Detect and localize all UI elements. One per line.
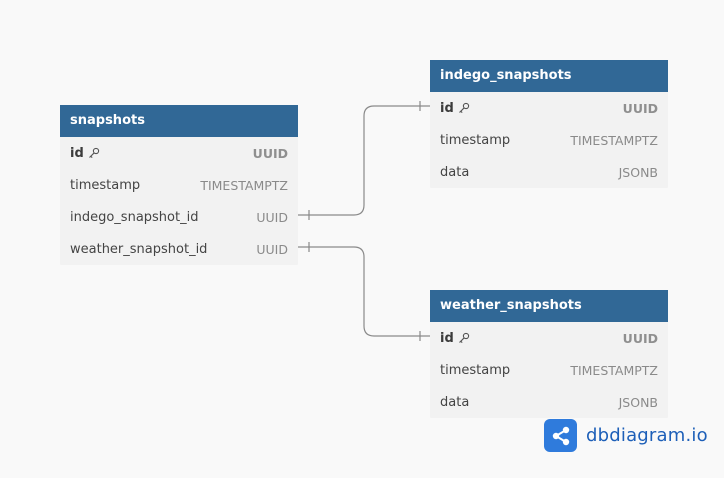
- column-name: id: [440, 331, 470, 346]
- table-weather-snapshots[interactable]: weather_snapshots id UUID timestamp TIME…: [430, 290, 668, 418]
- key-icon: [458, 332, 469, 343]
- column-type: JSONB: [618, 164, 658, 180]
- column-type: UUID: [622, 100, 658, 116]
- table-row[interactable]: id UUID: [430, 322, 668, 354]
- table-row[interactable]: timestamp TIMESTAMPTZ: [430, 354, 668, 386]
- column-type: TIMESTAMPTZ: [570, 362, 658, 378]
- table-row[interactable]: weather_snapshot_id UUID: [60, 233, 298, 265]
- table-header[interactable]: indego_snapshots: [430, 60, 668, 92]
- column-type: TIMESTAMPTZ: [200, 177, 288, 193]
- relation-line-weather[interactable]: [298, 246, 430, 337]
- column-name-text: id: [440, 100, 454, 116]
- column-name: data: [440, 164, 470, 180]
- table-row[interactable]: id UUID: [60, 137, 298, 169]
- relation-line-indego[interactable]: [298, 105, 430, 216]
- brand-name: dbdiagram.io: [586, 425, 708, 446]
- table-row[interactable]: timestamp TIMESTAMPTZ: [60, 169, 298, 201]
- table-row[interactable]: data JSONB: [430, 386, 668, 418]
- table-row[interactable]: id UUID: [430, 92, 668, 124]
- column-name: weather_snapshot_id: [70, 241, 208, 257]
- column-name: id: [70, 146, 100, 161]
- key-icon: [88, 147, 99, 158]
- key-icon: [458, 102, 469, 113]
- column-name: timestamp: [440, 362, 511, 378]
- column-name: indego_snapshot_id: [70, 209, 199, 225]
- table-row[interactable]: indego_snapshot_id UUID: [60, 201, 298, 233]
- column-type: UUID: [256, 241, 288, 257]
- column-name: timestamp: [440, 132, 511, 148]
- column-name-text: id: [70, 145, 84, 161]
- column-name-text: id: [440, 330, 454, 346]
- column-type: UUID: [256, 209, 288, 225]
- table-header[interactable]: snapshots: [60, 105, 298, 137]
- column-name: timestamp: [70, 177, 141, 193]
- column-type: TIMESTAMPTZ: [570, 132, 658, 148]
- table-row[interactable]: timestamp TIMESTAMPTZ: [430, 124, 668, 156]
- dbdiagram-brand[interactable]: dbdiagram.io: [544, 419, 708, 452]
- column-type: JSONB: [618, 394, 658, 410]
- share-nodes-icon: [544, 419, 577, 452]
- table-indego-snapshots[interactable]: indego_snapshots id UUID timestamp TIMES…: [430, 60, 668, 188]
- table-header[interactable]: weather_snapshots: [430, 290, 668, 322]
- column-name: id: [440, 101, 470, 116]
- table-snapshots[interactable]: snapshots id UUID timestamp TIMESTAMPTZ …: [60, 105, 298, 265]
- column-type: UUID: [252, 145, 288, 161]
- column-type: UUID: [622, 330, 658, 346]
- table-row[interactable]: data JSONB: [430, 156, 668, 188]
- column-name: data: [440, 394, 470, 410]
